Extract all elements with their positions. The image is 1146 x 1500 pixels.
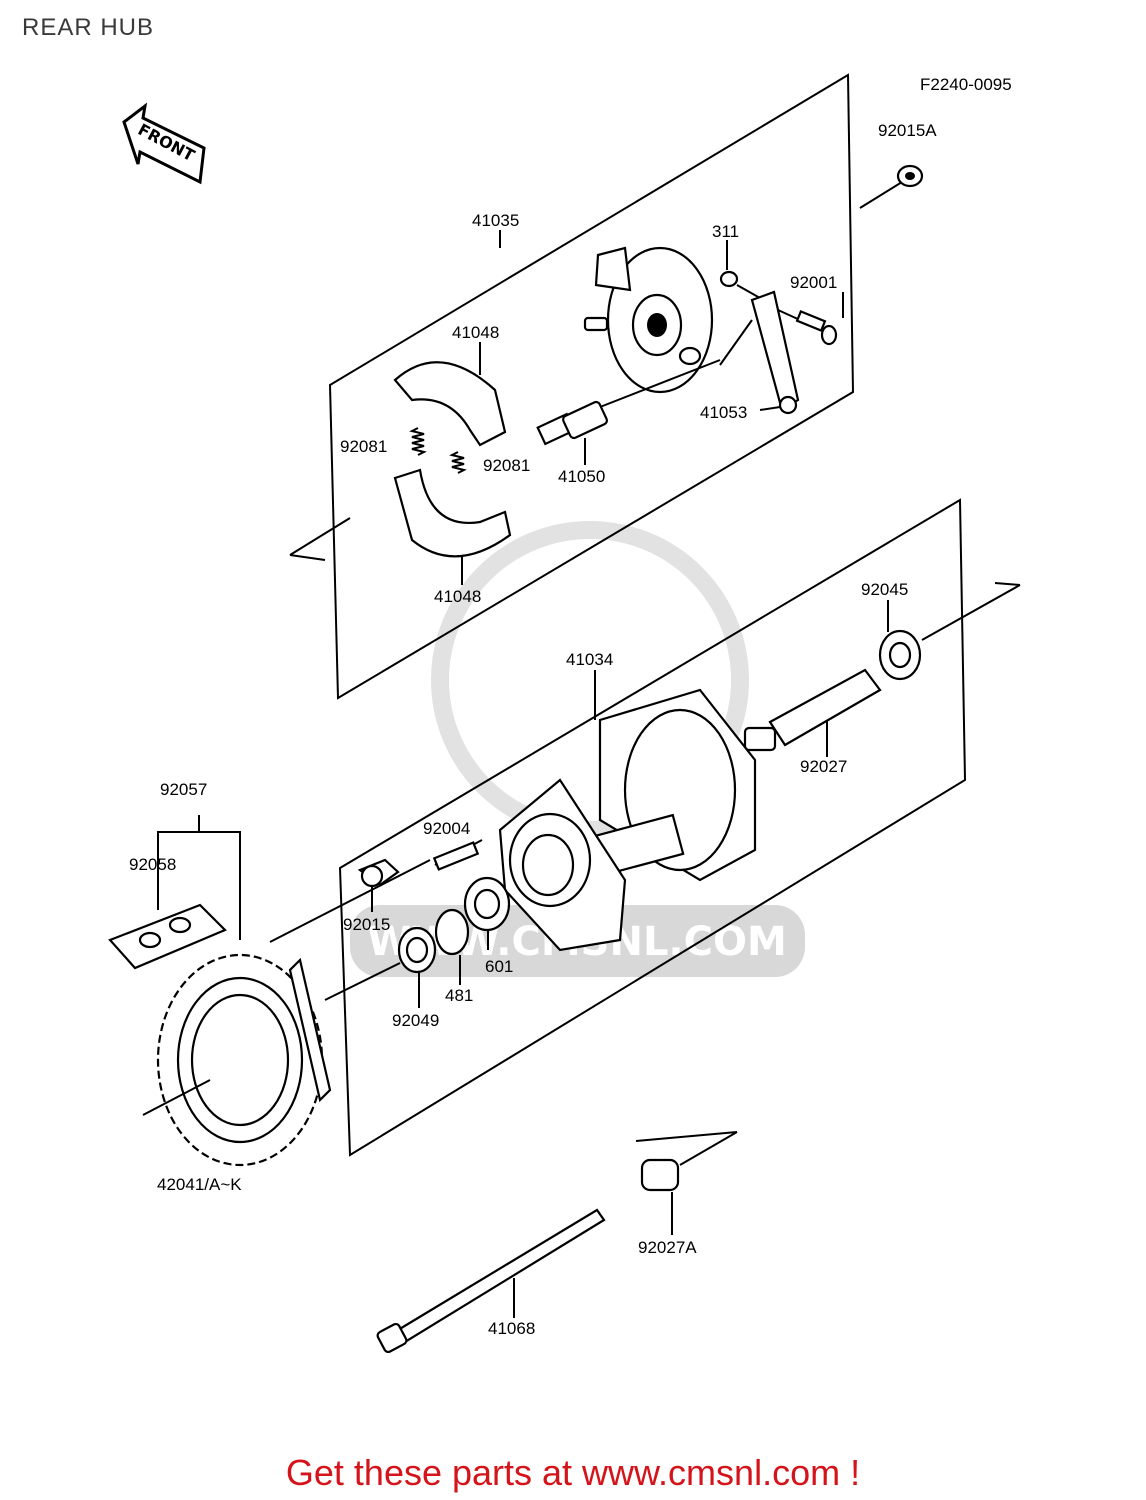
lever-41053 [719,290,800,415]
axle-41068 [376,1208,606,1354]
label-41050: 41050 [558,467,605,486]
label-41053: 41053 [700,403,747,422]
label-92045: 92045 [861,580,908,599]
label-42041: 42041/A~K [157,1175,242,1194]
label-92027: 92027 [800,757,847,776]
spring-92081-left [409,427,427,456]
label-92004: 92004 [423,819,470,838]
label-92049: 92049 [392,1011,439,1030]
nut-92015A [859,164,924,209]
label-41048-lower: 41048 [434,587,481,606]
collar-92027 [743,668,882,752]
label-92081-right: 92081 [483,456,530,475]
page-title: REAR HUB [22,14,155,41]
footer-link-text[interactable]: Get these parts at www.cmsnl.com ! [285,1452,861,1493]
label-92015A: 92015A [878,121,937,140]
brake-shoe-lower [393,468,512,558]
label-311: 311 [712,222,739,241]
hub-41034 [498,688,757,952]
spring-92081-right [449,451,467,474]
label-92058: 92058 [129,855,176,874]
cam-shaft-41050 [536,359,721,446]
front-arrow-icon: FRONT [122,102,206,185]
bolt-92001 [777,309,838,346]
seal-92049 [397,926,437,974]
bearing-92045 [878,629,922,681]
brake-panel-outline [328,73,855,700]
label-601: 601 [485,957,513,976]
collar-92027A [635,1131,738,1192]
diagram-code: F2240-0095 [920,75,1012,94]
nut-311 [719,270,739,288]
nut-92015 [357,858,400,888]
label-481: 481 [445,986,473,1005]
brake-panel [583,246,714,394]
brake-shoe-upper [393,361,507,447]
stud-92004 [432,839,483,871]
label-92015: 92015 [343,915,390,934]
label-92081-left: 92081 [340,437,387,456]
circlip-481 [434,908,470,956]
label-41068: 41068 [488,1319,535,1338]
sprocket-42041 [156,953,332,1167]
label-41035: 41035 [472,211,519,230]
hub-panel-outline [338,498,967,1157]
bearing-601 [463,876,511,932]
label-92057: 92057 [160,780,207,799]
label-41048-upper: 41048 [452,323,499,342]
label-41034: 41034 [566,650,613,669]
chain-link-92058 [108,903,227,970]
label-92027A: 92027A [638,1238,697,1257]
label-92001: 92001 [790,273,837,292]
